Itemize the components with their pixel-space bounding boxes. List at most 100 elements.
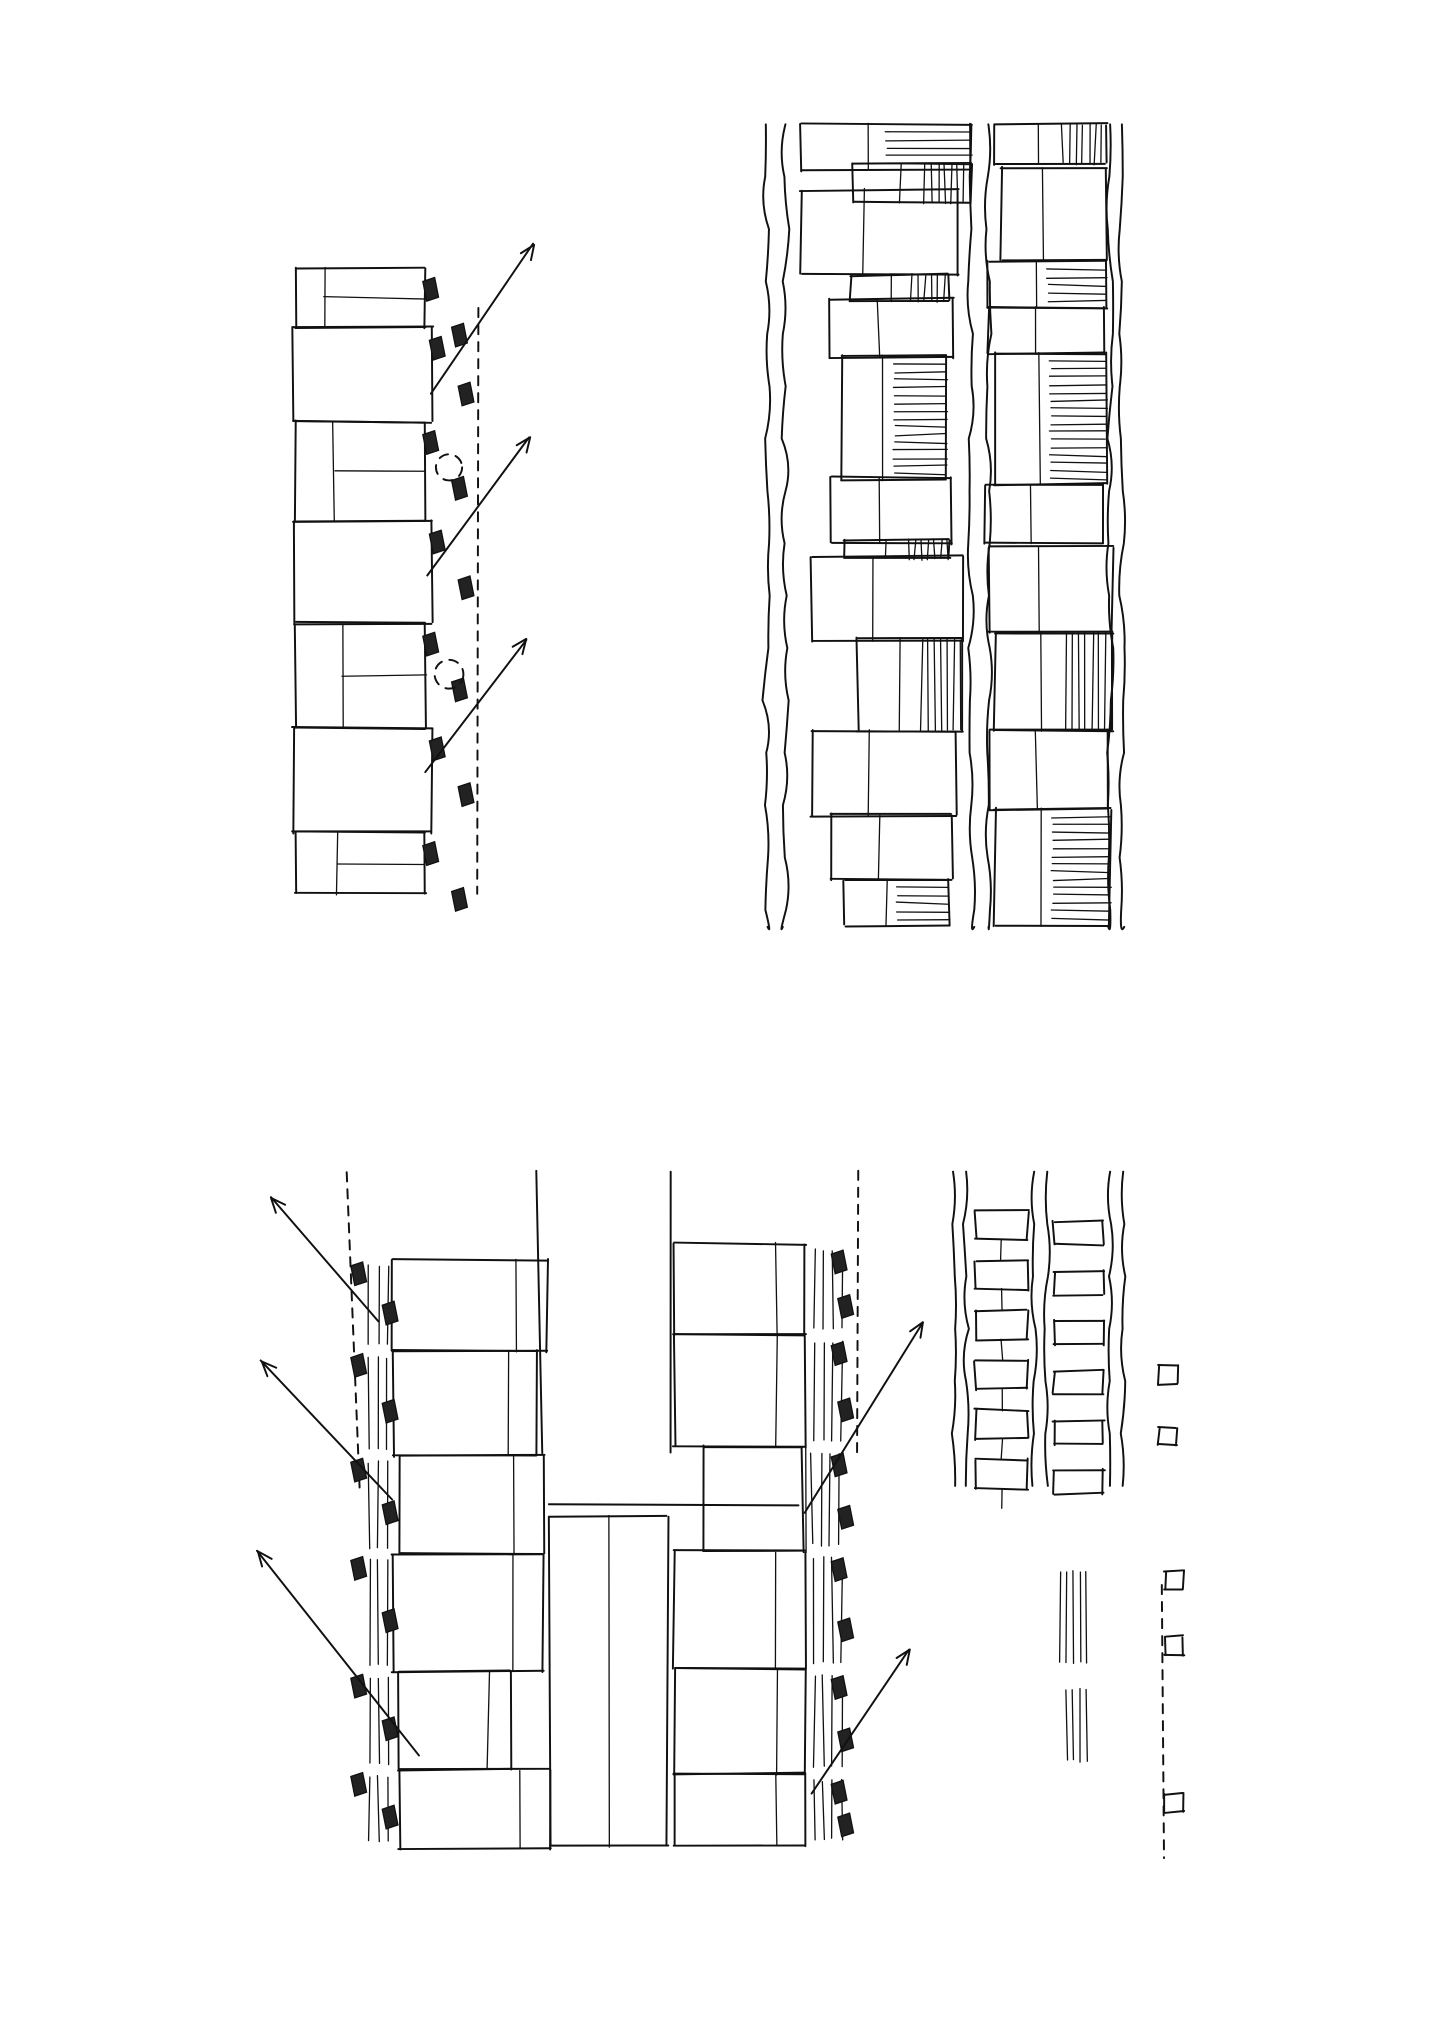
partition-line	[774, 1241, 778, 1337]
boundary-dashed-line	[856, 1169, 860, 1454]
small-block	[1156, 1426, 1161, 1446]
building-block	[853, 200, 972, 204]
hatch-line	[1085, 1571, 1088, 1664]
hatch-line	[885, 139, 972, 142]
building-block	[992, 631, 997, 732]
building-block	[800, 1446, 805, 1554]
building-block	[840, 478, 947, 482]
arrow-head-icon	[256, 1550, 273, 1568]
hatch-line	[962, 163, 965, 204]
hatch-line	[1080, 124, 1084, 165]
hatch-line	[920, 539, 923, 561]
hatch-line	[1046, 277, 1108, 279]
column-mark	[381, 1804, 399, 1830]
building-block	[988, 259, 1107, 263]
street-edge-line	[1030, 1170, 1038, 1487]
building-block	[291, 725, 434, 730]
column-mark	[422, 631, 440, 657]
column-mark	[450, 677, 469, 703]
building-block	[798, 188, 960, 193]
hatch-line	[1071, 1689, 1075, 1761]
small-block	[1164, 1635, 1167, 1657]
building-block	[1107, 808, 1113, 929]
hatch-line	[821, 1674, 825, 1767]
column-mark	[450, 475, 469, 501]
boundary-dashed-line	[1160, 1584, 1165, 1860]
column-mark	[350, 1261, 368, 1287]
building-block	[1105, 351, 1109, 485]
arrow-head-icon	[515, 436, 532, 454]
column-mark	[457, 575, 475, 601]
arrow-line	[810, 1648, 910, 1795]
arrow-line	[424, 638, 528, 774]
hatch-line	[894, 472, 947, 476]
hatch-line	[377, 1677, 381, 1765]
building-block	[975, 1338, 1030, 1342]
hatch-line	[1060, 123, 1064, 164]
building-block	[547, 1515, 552, 1847]
building-block	[672, 1334, 677, 1447]
building-block	[851, 161, 973, 165]
column-mark	[422, 429, 440, 456]
small-block	[1164, 1634, 1184, 1638]
building-block	[671, 1550, 676, 1670]
hatch-line	[1110, 630, 1114, 733]
building-block	[954, 730, 958, 816]
column-mark	[830, 1249, 848, 1275]
hatch-line	[1065, 1571, 1068, 1664]
partition-line	[335, 831, 339, 896]
building-block	[293, 622, 433, 626]
building-block	[1053, 1491, 1105, 1496]
building-block	[423, 267, 427, 330]
hatch-line	[812, 1675, 817, 1768]
hatch-line	[828, 1453, 831, 1547]
building-block	[987, 546, 991, 634]
building-block	[291, 327, 295, 423]
hatch-line	[894, 432, 947, 437]
building-block	[391, 1258, 550, 1262]
connector-line	[999, 1238, 1002, 1261]
arrow-line	[429, 242, 534, 395]
partition-line	[331, 420, 335, 523]
building-block	[1051, 1219, 1056, 1246]
hatch-line	[1058, 1571, 1062, 1663]
arrow-head-icon	[895, 1648, 911, 1666]
hatch-line	[1047, 292, 1106, 295]
hatch-line	[1072, 1570, 1075, 1665]
hatch-line	[923, 275, 927, 301]
link-line	[547, 1503, 800, 1507]
sketch-courtyard-plan-bottom-left	[256, 1169, 924, 1851]
building-block	[842, 879, 846, 926]
building-block	[842, 538, 950, 542]
partition-line	[877, 814, 881, 881]
column-mark	[422, 840, 440, 867]
building-block	[1025, 1457, 1029, 1490]
building-block	[1051, 1370, 1056, 1394]
hatch-line	[1047, 299, 1106, 303]
hatch-line	[892, 385, 946, 389]
boundary-dashed-line	[476, 307, 480, 895]
arrow-line	[269, 1196, 380, 1323]
building-block	[799, 122, 803, 173]
hatch-line	[813, 1248, 817, 1329]
column-mark	[837, 1617, 855, 1643]
building-block	[294, 266, 426, 270]
building-block	[291, 325, 435, 329]
building-block	[292, 519, 433, 523]
hatch-line	[831, 1250, 834, 1330]
small-block	[1157, 1426, 1177, 1430]
building-block	[975, 1259, 1030, 1263]
column-mark	[830, 1557, 848, 1583]
building-block	[992, 806, 997, 928]
hatch-line	[943, 272, 947, 302]
street-edge-line	[1105, 123, 1115, 931]
arrow-head-icon	[909, 1321, 924, 1339]
hatch-line	[830, 1342, 834, 1442]
hatch-line	[952, 637, 956, 731]
tree-circle	[433, 658, 465, 690]
building-block	[1052, 1270, 1106, 1273]
partition-line	[1037, 546, 1040, 634]
hatch-line	[1065, 1689, 1069, 1761]
partition-line	[341, 674, 428, 677]
